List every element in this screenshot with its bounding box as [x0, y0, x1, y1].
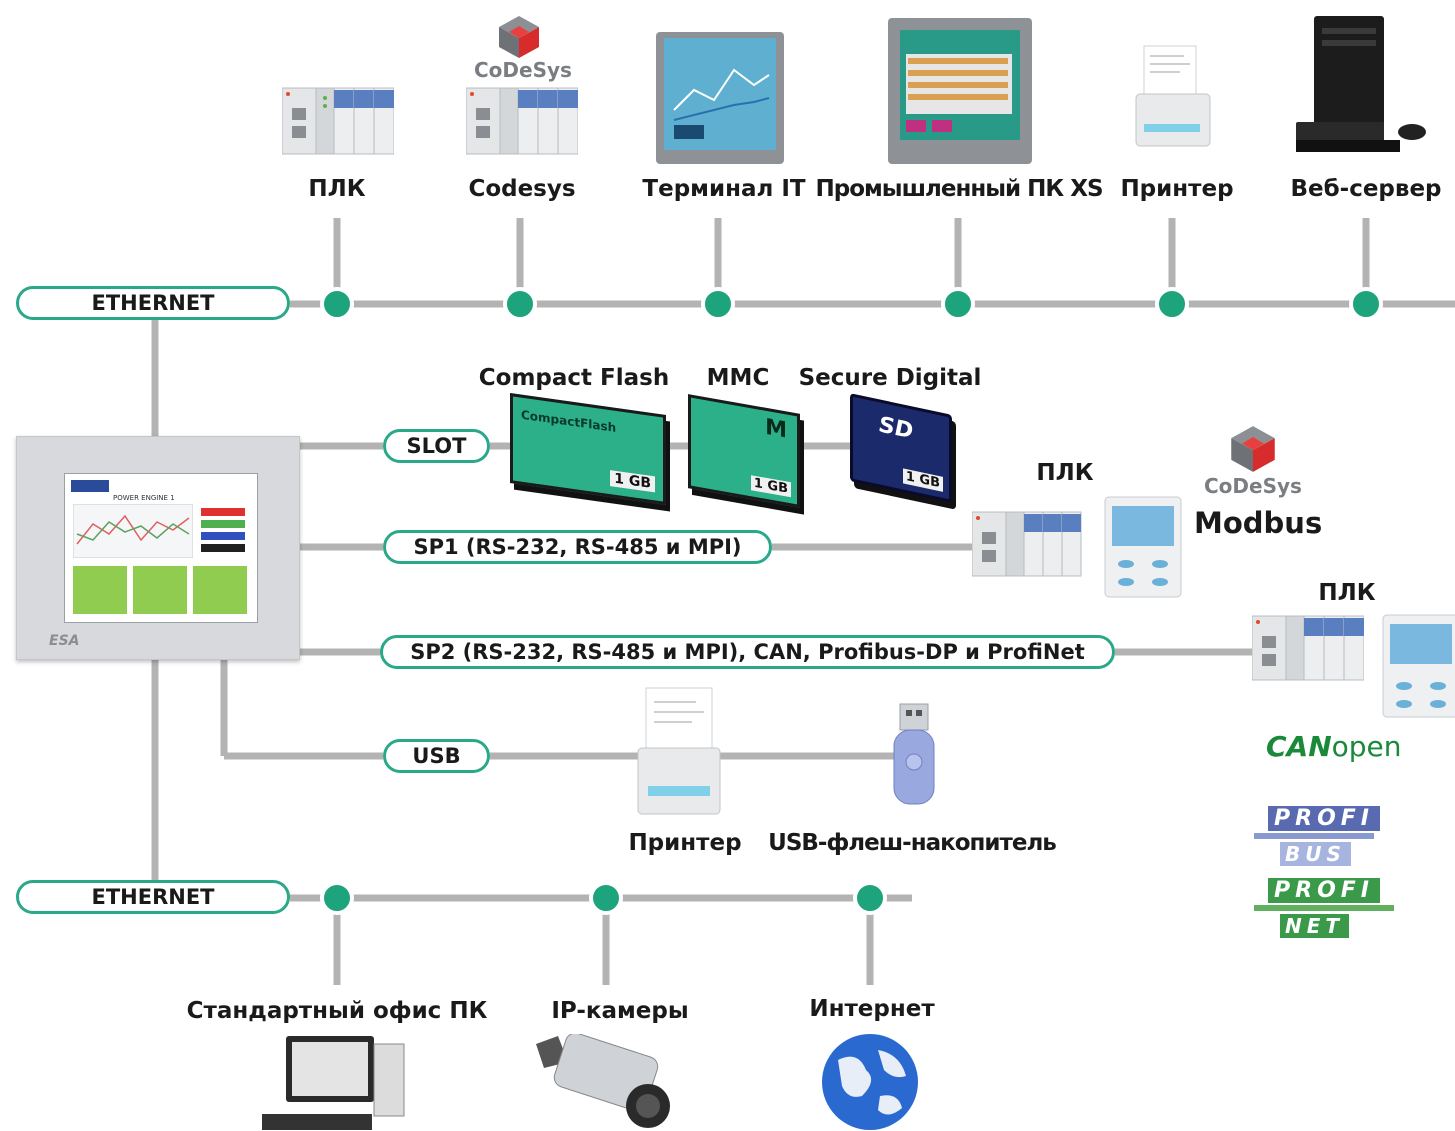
top-device-label-industrial-pc: Промышленный ПК XS [815, 176, 1103, 202]
sp2-hmi-panel-icon [1382, 614, 1455, 718]
screen-btn-red [201, 508, 245, 516]
mmc-card: M 1 GB [688, 394, 800, 508]
mmc-card-text: M [765, 414, 787, 444]
sp2-plc-label: ПЛК [1318, 580, 1376, 606]
top-device-label-plc: ПЛК [308, 176, 366, 202]
slot-label-mmc: MMC [706, 365, 770, 391]
screen-grid [73, 566, 249, 614]
printer-icon [1135, 45, 1211, 147]
office-pc-icon [262, 1036, 405, 1130]
codesys-logo-sp1: CoDeSys [1204, 474, 1302, 498]
screen-logo [71, 480, 109, 492]
terminal-brand: ESA [49, 633, 80, 649]
bottom-label-internet: Интернет [809, 996, 935, 1022]
ethernet-top-pill: ETHERNET [16, 286, 290, 320]
canopen-logo-open: open [1331, 730, 1402, 763]
profinet-logo-profi: PROFI [1268, 878, 1380, 903]
terminal-it-icon [656, 32, 784, 164]
screen-btn-blue [201, 532, 245, 540]
usb-printer-label: Принтер [628, 830, 742, 856]
slot-label-compact-flash: Compact Flash [478, 365, 670, 391]
sp1-pill: SP1 (RS-232, RS-485 и MPI) [383, 530, 772, 564]
profibus-logo-profi: PROFI [1268, 806, 1380, 831]
top-device-label-printer: Принтер [1120, 176, 1234, 202]
usb-printer-icon [637, 687, 721, 815]
slot-pill: SLOT [383, 429, 490, 463]
bottom-label-office-pc: Стандартный офис ПК [186, 998, 488, 1024]
terminal-screen: POWER ENGINE 1 [64, 473, 258, 623]
codesys-cube-icon [499, 16, 539, 58]
profibus-logo-bus: BUS [1280, 842, 1351, 866]
screen-btn-green [201, 520, 245, 528]
bottom-label-ip-camera: IP-камеры [551, 998, 689, 1024]
sd-card-text: SD [879, 412, 914, 445]
top-device-label-codesys: Codesys [468, 176, 576, 202]
sp1-hmi-panel-icon [1104, 496, 1182, 598]
profinet-band [1254, 905, 1394, 911]
slot-label-sd: Secure Digital [798, 365, 982, 391]
top-device-label-terminal: Терминал IT [642, 176, 806, 202]
profibus-logo: PROFI BUS [1254, 806, 1404, 866]
industrial-pc-icon [888, 18, 1032, 164]
internet-globe-icon [822, 1034, 918, 1130]
sp2-pill: SP2 (RS-232, RS-485 и MPI), CAN, Profibu… [380, 635, 1115, 669]
sp1-plc-label: ПЛК [1036, 460, 1094, 486]
usb-flash-label: USB-флеш-накопитель [768, 830, 1057, 856]
screen-btn-black [201, 544, 245, 552]
profibus-band [1254, 833, 1374, 839]
screen-chart [73, 504, 193, 558]
compact-flash-size: 1 GB [610, 470, 655, 493]
sp1-plc-icon [972, 511, 1082, 577]
canopen-logo: CANopen [1266, 730, 1402, 763]
compact-flash-text: CompactFlash [521, 407, 617, 435]
codesys-cube-icon [1231, 426, 1275, 472]
canopen-logo-can: CAN [1266, 730, 1332, 763]
top-device-label-web-server: Веб-сервер [1290, 176, 1442, 202]
profinet-logo: PROFI NET [1254, 878, 1404, 940]
sd-card-size: 1 GB [902, 468, 943, 492]
web-server-icon [1296, 16, 1426, 152]
screen-title: POWER ENGINE 1 [113, 494, 175, 502]
ethernet-bottom-pill: ETHERNET [16, 880, 290, 914]
ip-camera-icon [536, 1034, 670, 1128]
sp2-plc-icon [1252, 615, 1364, 681]
mmc-card-size: 1 GB [750, 475, 791, 498]
esa-terminal: POWER ENGINE 1 ESA [16, 436, 300, 660]
plc-icon [282, 87, 394, 155]
profinet-logo-net: NET [1280, 914, 1350, 938]
usb-pill: USB [383, 739, 490, 773]
usb-flash-drive-icon [893, 703, 935, 805]
codesys-logo-top: CoDeSys [474, 58, 572, 82]
modbus-logo: Modbus [1194, 506, 1323, 540]
plc-codesys-icon [466, 87, 578, 155]
